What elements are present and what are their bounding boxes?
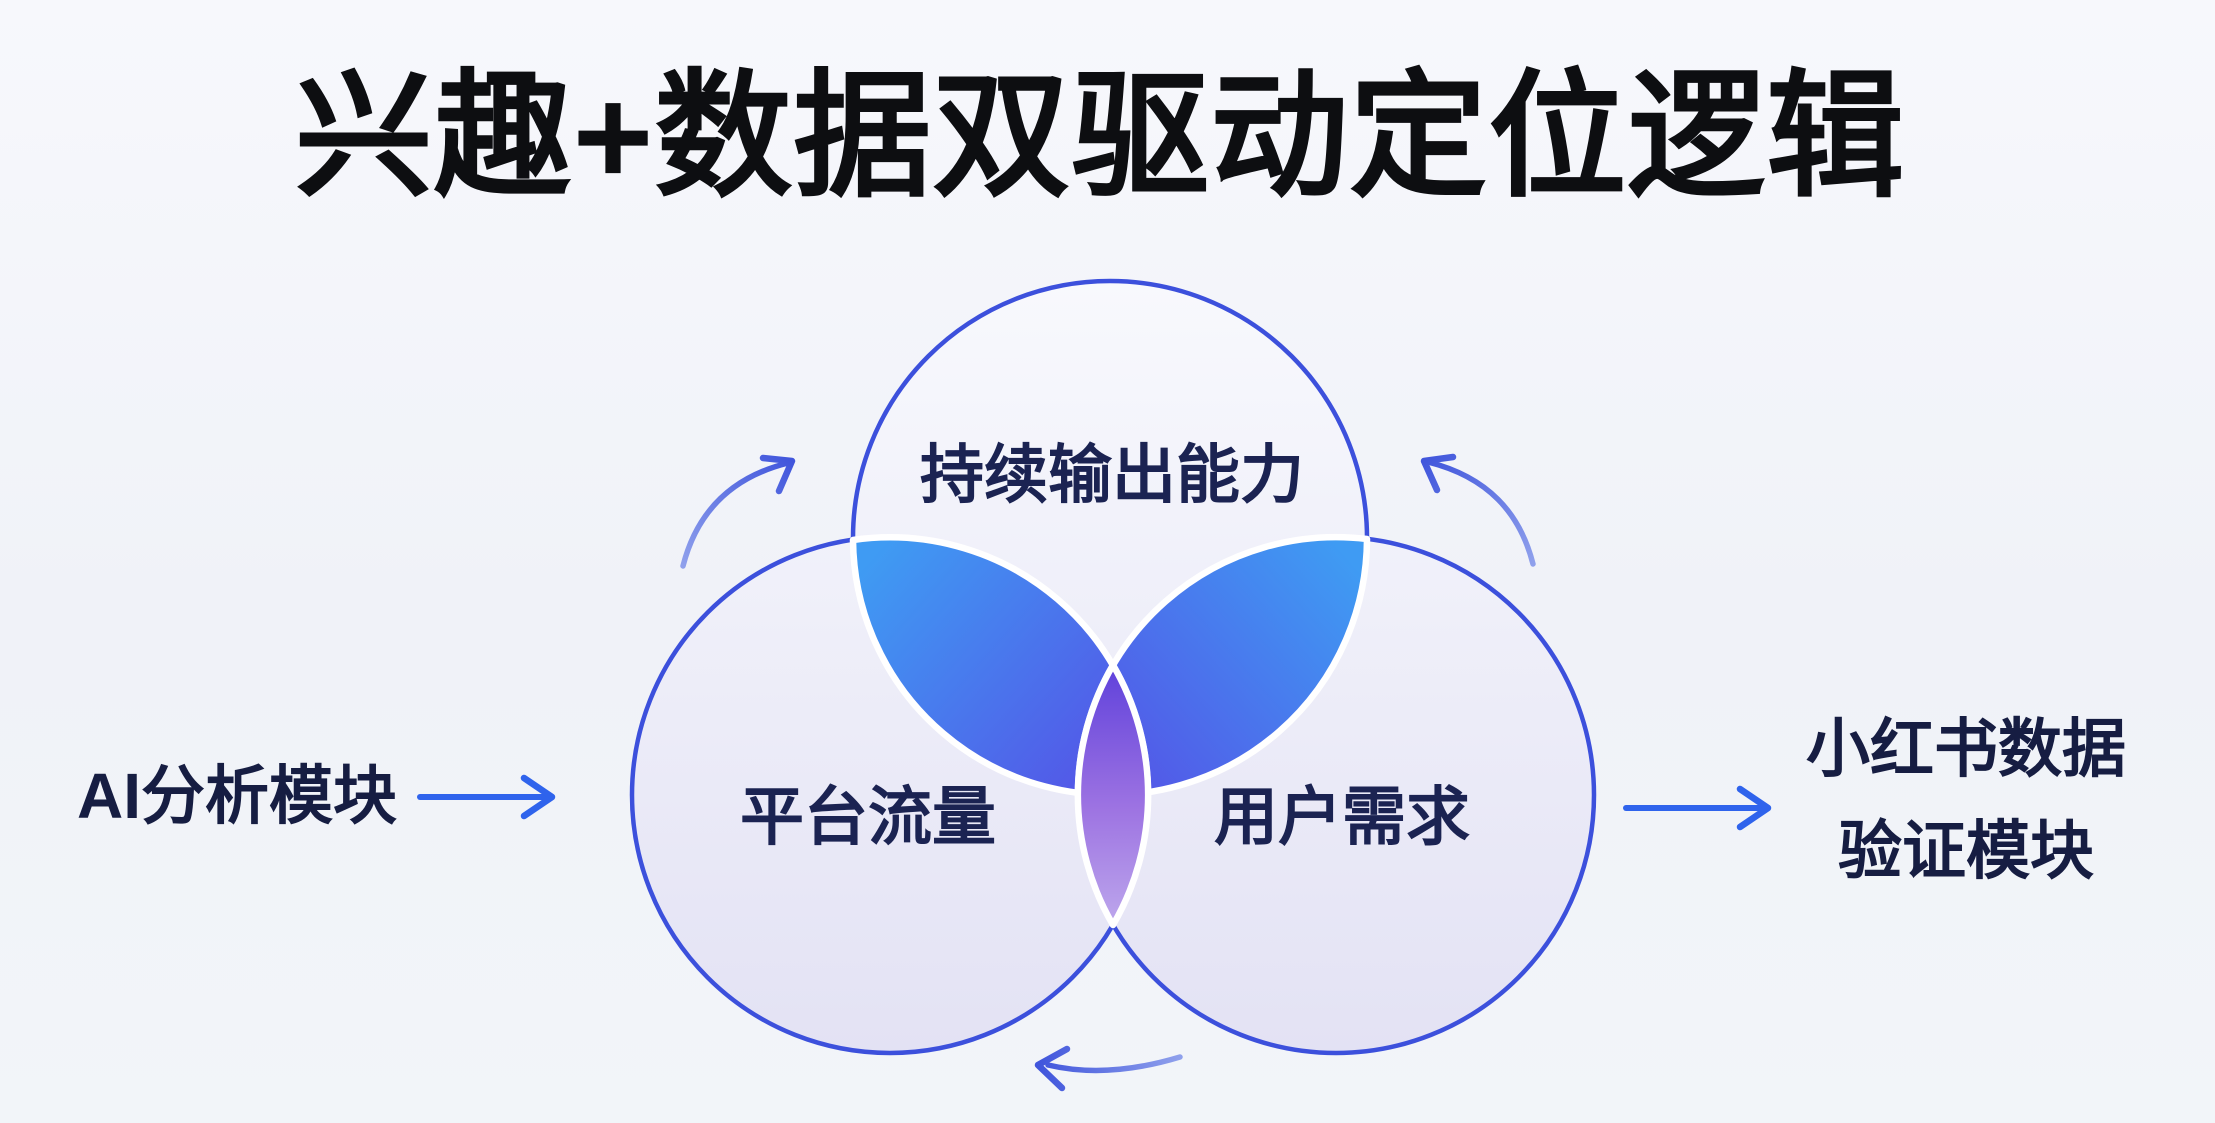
label-xhs-validation-line2: 验证模块 xyxy=(1838,815,2094,887)
label-right-circle: 用户需求 xyxy=(1214,781,1470,853)
cycle-arrow-right xyxy=(1420,453,1536,567)
overlap-top-left xyxy=(853,537,1148,795)
label-left-circle: 平台流量 xyxy=(740,781,996,853)
overlap-top-right xyxy=(1078,537,1367,796)
label-ai-analysis-module: AI分析模块 xyxy=(77,760,397,832)
label-top-circle: 持续输出能力 xyxy=(920,439,1304,511)
cycle-arrow-left xyxy=(680,454,796,569)
overlap-bottom-border xyxy=(1074,661,1152,929)
page-title: 兴趣+数据双驱动定位逻辑 xyxy=(294,60,1906,214)
label-xhs-validation-module: 小红书数据 验证模块 xyxy=(1806,698,2126,902)
cycle-arrow-bottom xyxy=(1034,1045,1183,1092)
label-xhs-validation-line1: 小红书数据 xyxy=(1806,713,2126,785)
arrow-right-module xyxy=(1623,785,1772,831)
arrow-left-module xyxy=(417,774,556,820)
overlap-bottom xyxy=(1077,665,1149,925)
